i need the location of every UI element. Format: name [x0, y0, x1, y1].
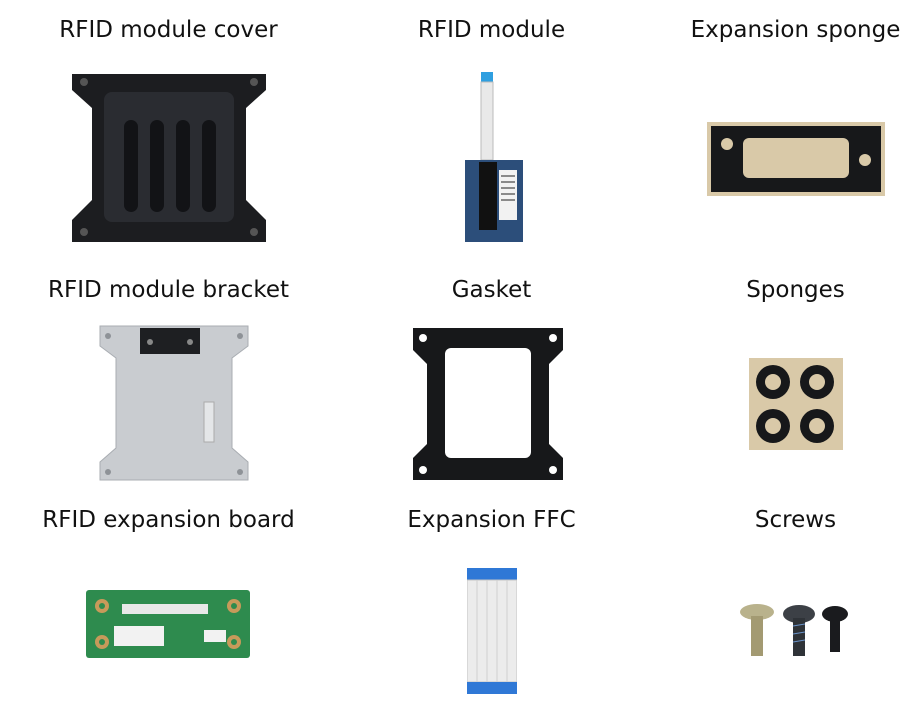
part-label: Gasket	[451, 277, 532, 303]
sponges-image	[749, 358, 843, 450]
part-label: RFID module	[417, 17, 566, 43]
part-cell-expansion-ffc: Expansion FFC	[341, 492, 642, 703]
part-cell-rfid-expansion-board: RFID expansion board	[18, 492, 319, 703]
part-cell-rfid-module-cover: RFID module cover	[18, 0, 319, 260]
part-cell-screws: Screws	[645, 492, 904, 703]
part-cell-gasket: Gasket	[341, 262, 642, 502]
part-label: Sponges	[746, 277, 845, 303]
part-label: RFID module cover	[59, 17, 278, 43]
part-cell-expansion-sponge: Expansion sponge	[645, 0, 904, 260]
part-label: RFID expansion board	[42, 507, 295, 533]
part-cell-rfid-module: RFID module	[341, 0, 642, 260]
part-label: Screws	[754, 507, 837, 533]
part-cell-rfid-module-bracket: RFID module bracket	[18, 262, 319, 502]
rfid-module-bracket-image	[94, 322, 254, 482]
gasket-image	[407, 324, 569, 484]
part-label: RFID module bracket	[48, 277, 289, 303]
rfid-module-image	[459, 72, 529, 244]
part-cell-sponges: Sponges	[645, 262, 904, 502]
part-label: Expansion FFC	[407, 507, 576, 533]
screws-image	[737, 602, 855, 658]
part-label: Expansion sponge	[690, 17, 901, 43]
expansion-ffc-image	[467, 568, 517, 694]
expansion-sponge-image	[707, 122, 885, 196]
rfid-module-cover-image	[64, 68, 274, 248]
rfid-expansion-board-image	[86, 590, 250, 658]
